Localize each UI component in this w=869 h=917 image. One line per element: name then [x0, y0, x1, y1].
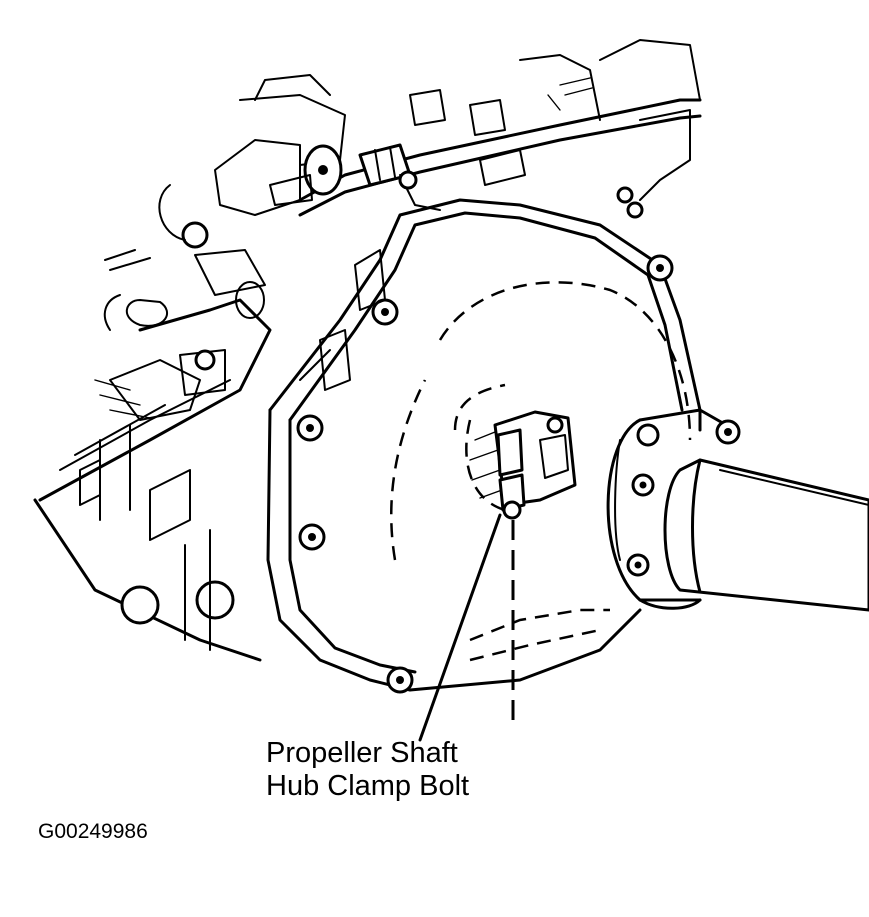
shift-linkage: [269, 39, 702, 219]
bellhousing-hidden-outline: [390, 281, 692, 662]
callout-line-1: Propeller Shaft: [266, 737, 458, 769]
bolt-callout-label: Propeller Shaft Hub Clamp Bolt: [266, 737, 469, 803]
propeller-shaft-hub: [465, 410, 577, 520]
figure-id: G00249986: [38, 820, 148, 843]
engine-block: [33, 74, 346, 662]
bellhousing-flange: [266, 198, 702, 694]
callout-line-2: Hub Clamp Bolt: [266, 770, 470, 802]
tail-housing-and-shaft: [606, 408, 869, 612]
callout-leader-line: [418, 513, 502, 742]
